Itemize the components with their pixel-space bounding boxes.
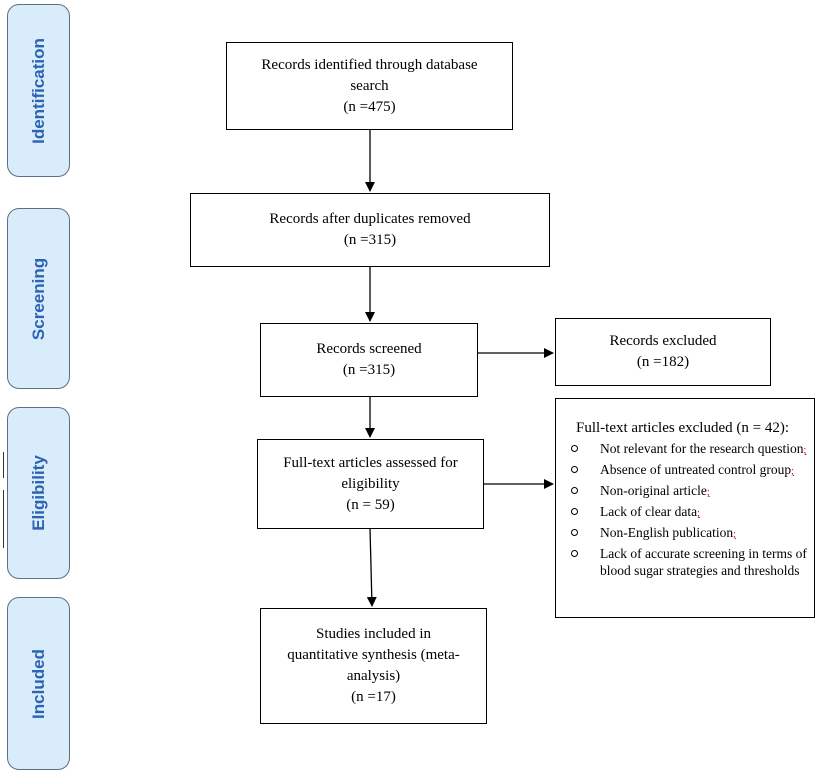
box-studies-included: Studies included in quantitative synthes… [260, 608, 487, 724]
edit-marker [3, 490, 4, 548]
box-studies-included-line1: Studies included in [316, 626, 431, 642]
exclusion-reason-text: Lack of accurate screening in terms of b… [600, 546, 807, 578]
stage-identification: Identification [7, 4, 70, 177]
exclusion-reason: Not relevant for the research question; [556, 440, 814, 459]
exclusion-reason-text: Not relevant for the research question [600, 441, 804, 456]
annotation-mark: ; [803, 445, 807, 456]
box-records-excluded: Records excluded (n =182) [555, 318, 771, 386]
edit-marker [3, 452, 4, 478]
box-records-identified-line2: search [350, 77, 389, 94]
box-records-identified: Records identified through database sear… [226, 42, 513, 130]
exclusion-reason: Non-original article; [556, 482, 814, 501]
box-fulltext-assessed-count: (n = 59) [346, 496, 395, 513]
box-records-screened-line1: Records screened [316, 341, 422, 357]
box-studies-included-count: (n =17) [351, 689, 396, 705]
box-fulltext-assessed: Full-text articles assessed for eligibil… [257, 439, 484, 529]
exclusion-reason-text: Absence of untreated control group [600, 462, 792, 477]
box-fulltext-assessed-line1: Full-text articles assessed for [283, 454, 458, 471]
box-records-screened: Records screened (n =315) [260, 323, 478, 397]
box-records-identified-line1: Records identified through database [261, 56, 478, 73]
box-studies-included-line3: analysis) [346, 668, 401, 684]
box-duplicates-removed: Records after duplicates removed (n =315… [190, 193, 550, 267]
box-duplicates-removed-line1: Records after duplicates removed [269, 211, 471, 227]
stage-eligibility: Eligibility [7, 407, 70, 579]
box-records-screened-count: (n =315) [342, 362, 396, 378]
annotation-mark: ; [733, 529, 736, 540]
stage-included: Included [7, 597, 70, 770]
fulltext-excluded-title: Full-text articles excluded (n = 42): [576, 420, 789, 436]
annotation-mark: ; [706, 487, 710, 498]
box-records-identified-count: (n =475) [343, 98, 396, 115]
exclusion-reason: Absence of untreated control group; [556, 461, 814, 480]
exclusion-reason-text: Lack of clear data [600, 504, 698, 519]
box-duplicates-removed-count: (n =315) [343, 232, 397, 248]
exclusion-reason: Lack of clear data; [556, 503, 814, 522]
box-records-excluded-count: (n =182) [636, 354, 690, 370]
box-records-excluded-line1: Records excluded [609, 333, 717, 349]
exclusion-reason-text: Non-English publication [600, 525, 734, 540]
exclusion-reason-list: Not relevant for the research question; … [556, 440, 814, 579]
box-studies-included-line2: quantitative synthesis (meta- [287, 647, 460, 663]
arrow-assessed-to-included [366, 527, 377, 607]
annotation-mark: ; [697, 508, 700, 519]
box-fulltext-assessed-line2: eligibility [341, 475, 400, 492]
exclusion-reason-text: Non-original article [600, 483, 707, 498]
exclusion-reason: Non-English publication; [556, 524, 814, 543]
box-fulltext-excluded: Full-text articles excluded (n = 42): No… [555, 398, 815, 618]
exclusion-reason: Lack of accurate screening in terms of b… [556, 545, 814, 579]
stage-screening: Screening [7, 208, 70, 389]
annotation-mark: ; [791, 466, 794, 477]
